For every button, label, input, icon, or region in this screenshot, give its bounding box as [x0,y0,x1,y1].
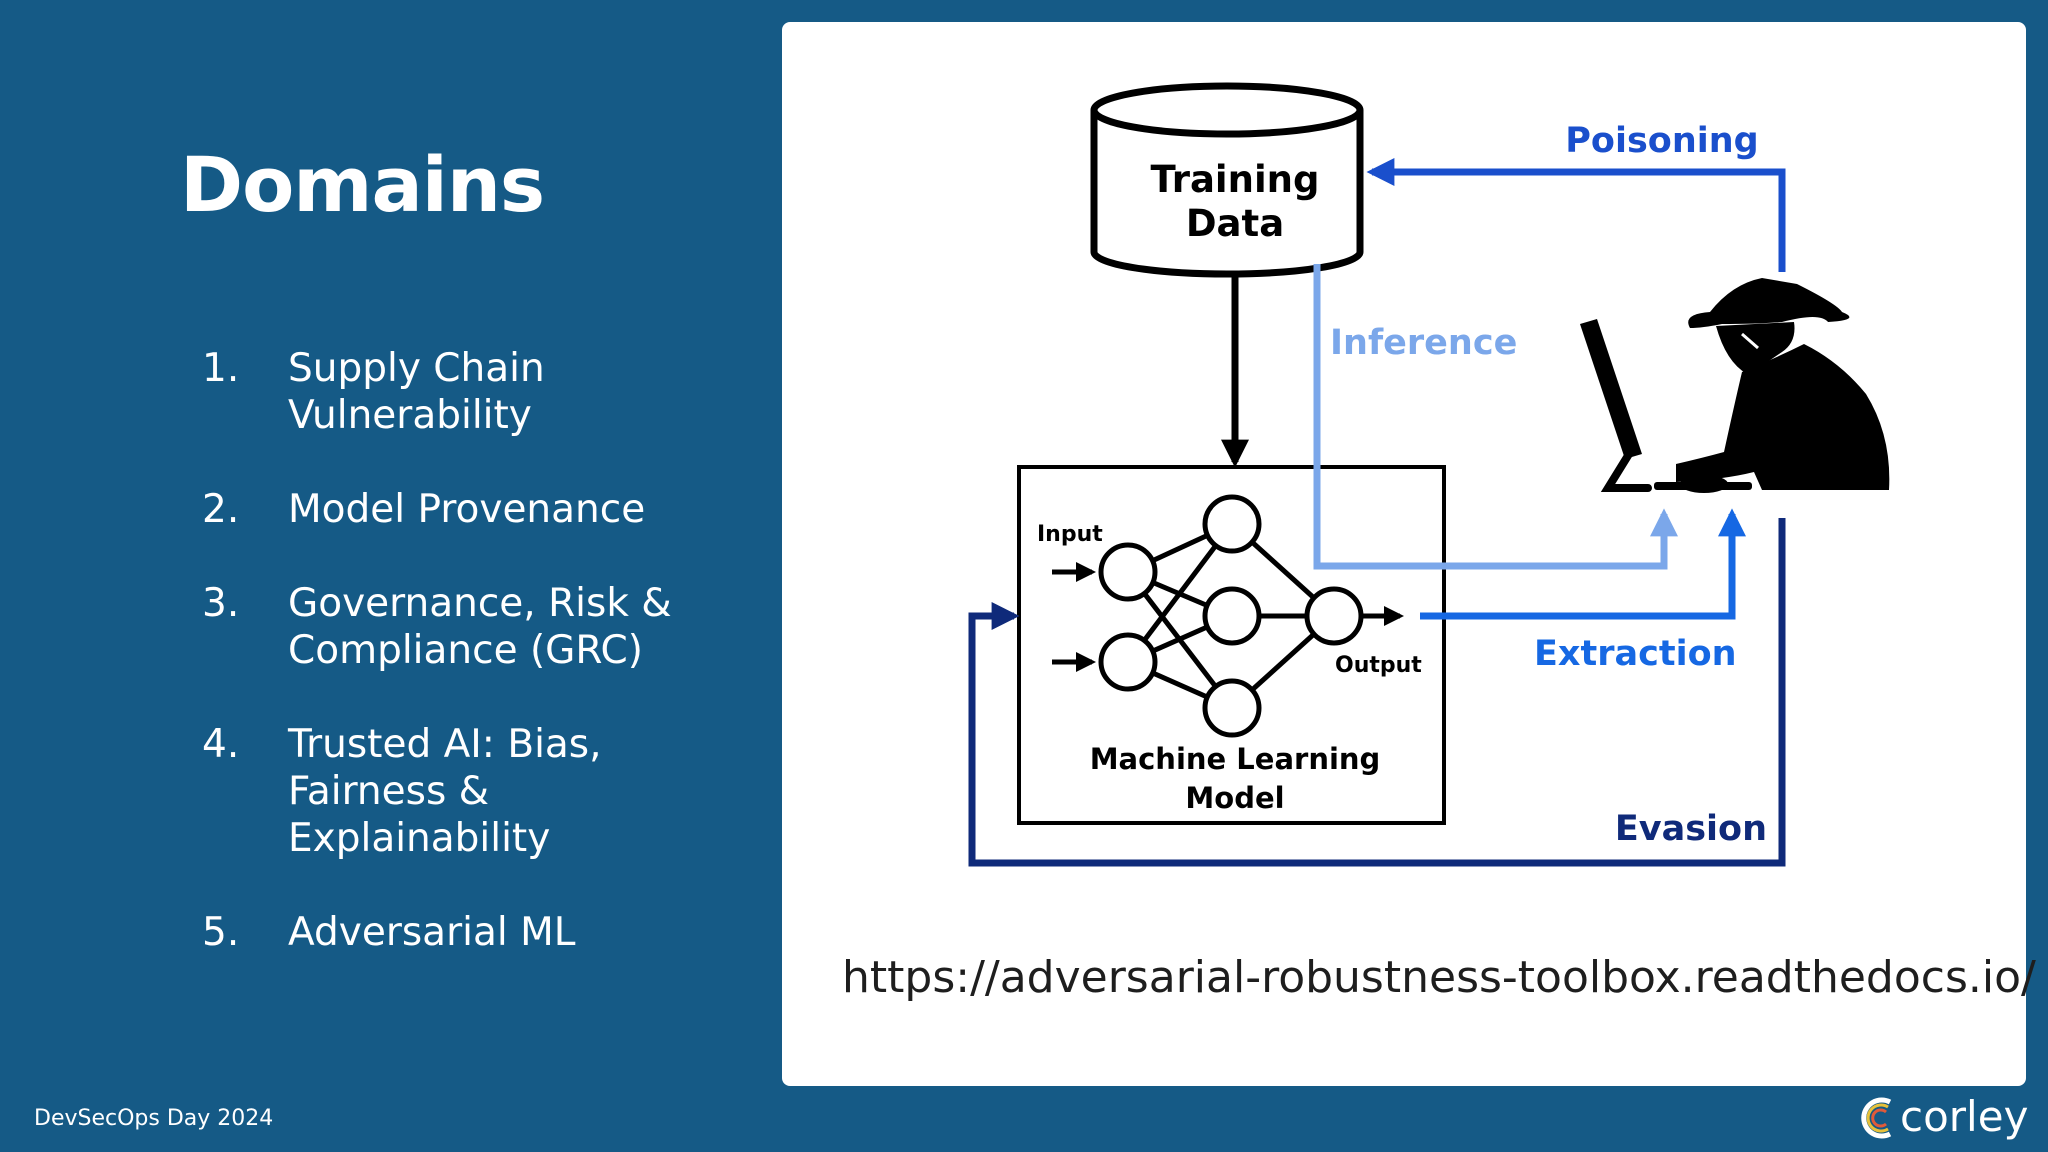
corley-logo-icon [1861,1097,1892,1139]
diagram-panel: Training Data Input Outp [782,22,2036,1086]
domain-number: 4. [202,722,240,767]
logo-text: corley [1900,1092,2029,1141]
reference-url[interactable]: https://adversarial-robustness-toolbox.r… [842,952,2036,1003]
inference-label: Inference [1330,323,1517,363]
evasion-label: Evasion [1615,809,1767,849]
slide-title: Domains [180,140,545,229]
poisoning-label: Poisoning [1565,121,1758,161]
training-data-cylinder [1090,82,1364,278]
evasion-arrow [968,518,1786,867]
training-data-label: Training [1151,158,1320,201]
domain-text: Trusted AI: Bias, Fairness & Explainabil… [288,722,602,861]
domain-number: 5. [202,910,240,955]
training-data-label: Data [1186,202,1284,245]
input-label: Input [1037,522,1103,547]
output-label: Output [1335,653,1422,678]
domain-number: 1. [202,346,240,391]
domain-text: Supply Chain Vulnerability [288,346,545,438]
corley-logo: corley [1858,1090,2028,1146]
poisoning-arrow [1366,158,1786,272]
domain-number: 3. [202,581,240,626]
domain-number: 2. [202,487,240,532]
hacker-at-computer-icon [1580,278,1890,493]
adversarial-ml-diagram: Training Data Input Outp [968,82,1890,867]
model-label: Machine Learning [1090,742,1381,776]
neural-network-icon [1052,494,1404,738]
extraction-arrow [1420,508,1746,620]
model-label: Model [1185,781,1284,815]
domain-text: Adversarial ML [288,910,576,955]
extraction-label: Extraction [1534,634,1737,674]
domain-text: Model Provenance [288,487,646,532]
domain-text: Governance, Risk & Compliance (GRC) [288,581,672,673]
inference-arrow [1313,264,1678,570]
footer-event-name: DevSecOps Day 2024 [34,1106,274,1131]
